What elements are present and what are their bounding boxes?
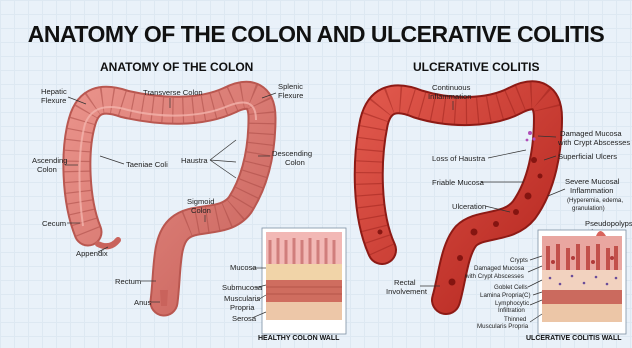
label-continuous-inflammation-1: Continuous [432, 83, 471, 92]
label-transverse-colon: Transverse Colon [143, 88, 203, 97]
uc-wall-label-lymph-1: Lymphocytic [495, 300, 529, 307]
wall-serosa-layer [266, 302, 342, 320]
label-taeniae-coli: Taeniae Coli [126, 160, 168, 169]
label-continuous-inflammation-2: Inflammation [428, 92, 471, 101]
wall-muscularis-layer [266, 280, 342, 302]
uc-wall-label-crypts: Crypts [510, 257, 528, 264]
wall-label-serosa: Serosa [232, 314, 257, 323]
anus [160, 290, 168, 306]
uc-wall-label-damaged-2: with Crypt Abscesses [464, 273, 524, 280]
wall-label-muscularis-2: Propria [230, 303, 255, 312]
label-ulceration: Ulceration [452, 202, 486, 211]
wall-submucosa-layer [266, 264, 342, 280]
uc-wall-label-thinned-1: Thinned [504, 316, 527, 323]
label-superficial-ulcers: Superficial Ulcers [558, 152, 617, 161]
wall-label-mucosa: Mucosa [230, 263, 257, 272]
label-hepatic-flexure-2: Flexure [41, 96, 66, 105]
label-severe-inflammation-4: granulation) [572, 205, 605, 212]
label-sigmoid-colon-1: Sigmoid [187, 197, 214, 206]
label-cecum: Cecum [42, 219, 66, 228]
label-splenic-flexure-1: Splenic [278, 82, 303, 91]
healthy-wall-caption: HEALTHY COLON WALL [258, 335, 340, 342]
label-severe-inflammation-1: Severe Mucosal [565, 177, 620, 186]
label-ascending-colon-2: Colon [37, 165, 57, 174]
uc-wall-label-thinned-2: Muscularis Propria [477, 323, 529, 330]
label-ascending-colon-1: Ascending [32, 156, 67, 165]
label-friable-mucosa: Friable Mucosa [432, 178, 485, 187]
uc-wall-caption: ULCERATIVE COLITIS WALL [526, 335, 622, 342]
healthy-colon [77, 95, 262, 306]
label-severe-inflammation-3: (Hyperemia, edema, [567, 197, 623, 204]
label-rectum: Rectum [115, 277, 141, 286]
label-rectal-involvement-2: Involvement [386, 287, 428, 296]
label-loss-of-haustra: Loss of Haustra [432, 154, 486, 163]
label-damaged-mucosa-1: Damaged Mucosa [560, 129, 622, 138]
label-hepatic-flexure-1: Hepatic [41, 87, 67, 96]
label-sigmoid-colon-2: Colon [191, 206, 211, 215]
label-anus: Anus [134, 298, 152, 307]
appendix [98, 240, 118, 246]
uc-wall-label-damaged-1: Damaged Mucosa [474, 265, 525, 272]
uc-wall-label-lymph-2: Infiltration [498, 307, 525, 314]
label-haustra: Haustra [181, 156, 208, 165]
wall-label-muscularis-1: Muscularis [224, 294, 260, 303]
label-appendix: Appendix [76, 249, 108, 258]
healthy-wall-inset: Mucosa Submucosa Muscularis Propria Sero… [222, 228, 346, 342]
label-pseudopolyps: Pseudopolyps [585, 219, 632, 228]
label-descending-colon-1: Descending [272, 149, 312, 158]
label-descending-colon-2: Colon [285, 158, 305, 167]
label-rectal-involvement-1: Rectal [394, 278, 416, 287]
label-splenic-flexure-2: Flexure [278, 91, 303, 100]
label-damaged-mucosa-2: with Crypt Abscesses [557, 138, 630, 147]
uc-wall-label-lamina: Lamina Propria(C) [480, 292, 531, 299]
uc-wall-label-goblet: Goblet Cells [494, 284, 528, 291]
uc-wall-inset: Crypts Damaged Mucosa with Crypt Abscess… [464, 230, 626, 342]
label-severe-inflammation-2: Inflammation [570, 186, 613, 195]
